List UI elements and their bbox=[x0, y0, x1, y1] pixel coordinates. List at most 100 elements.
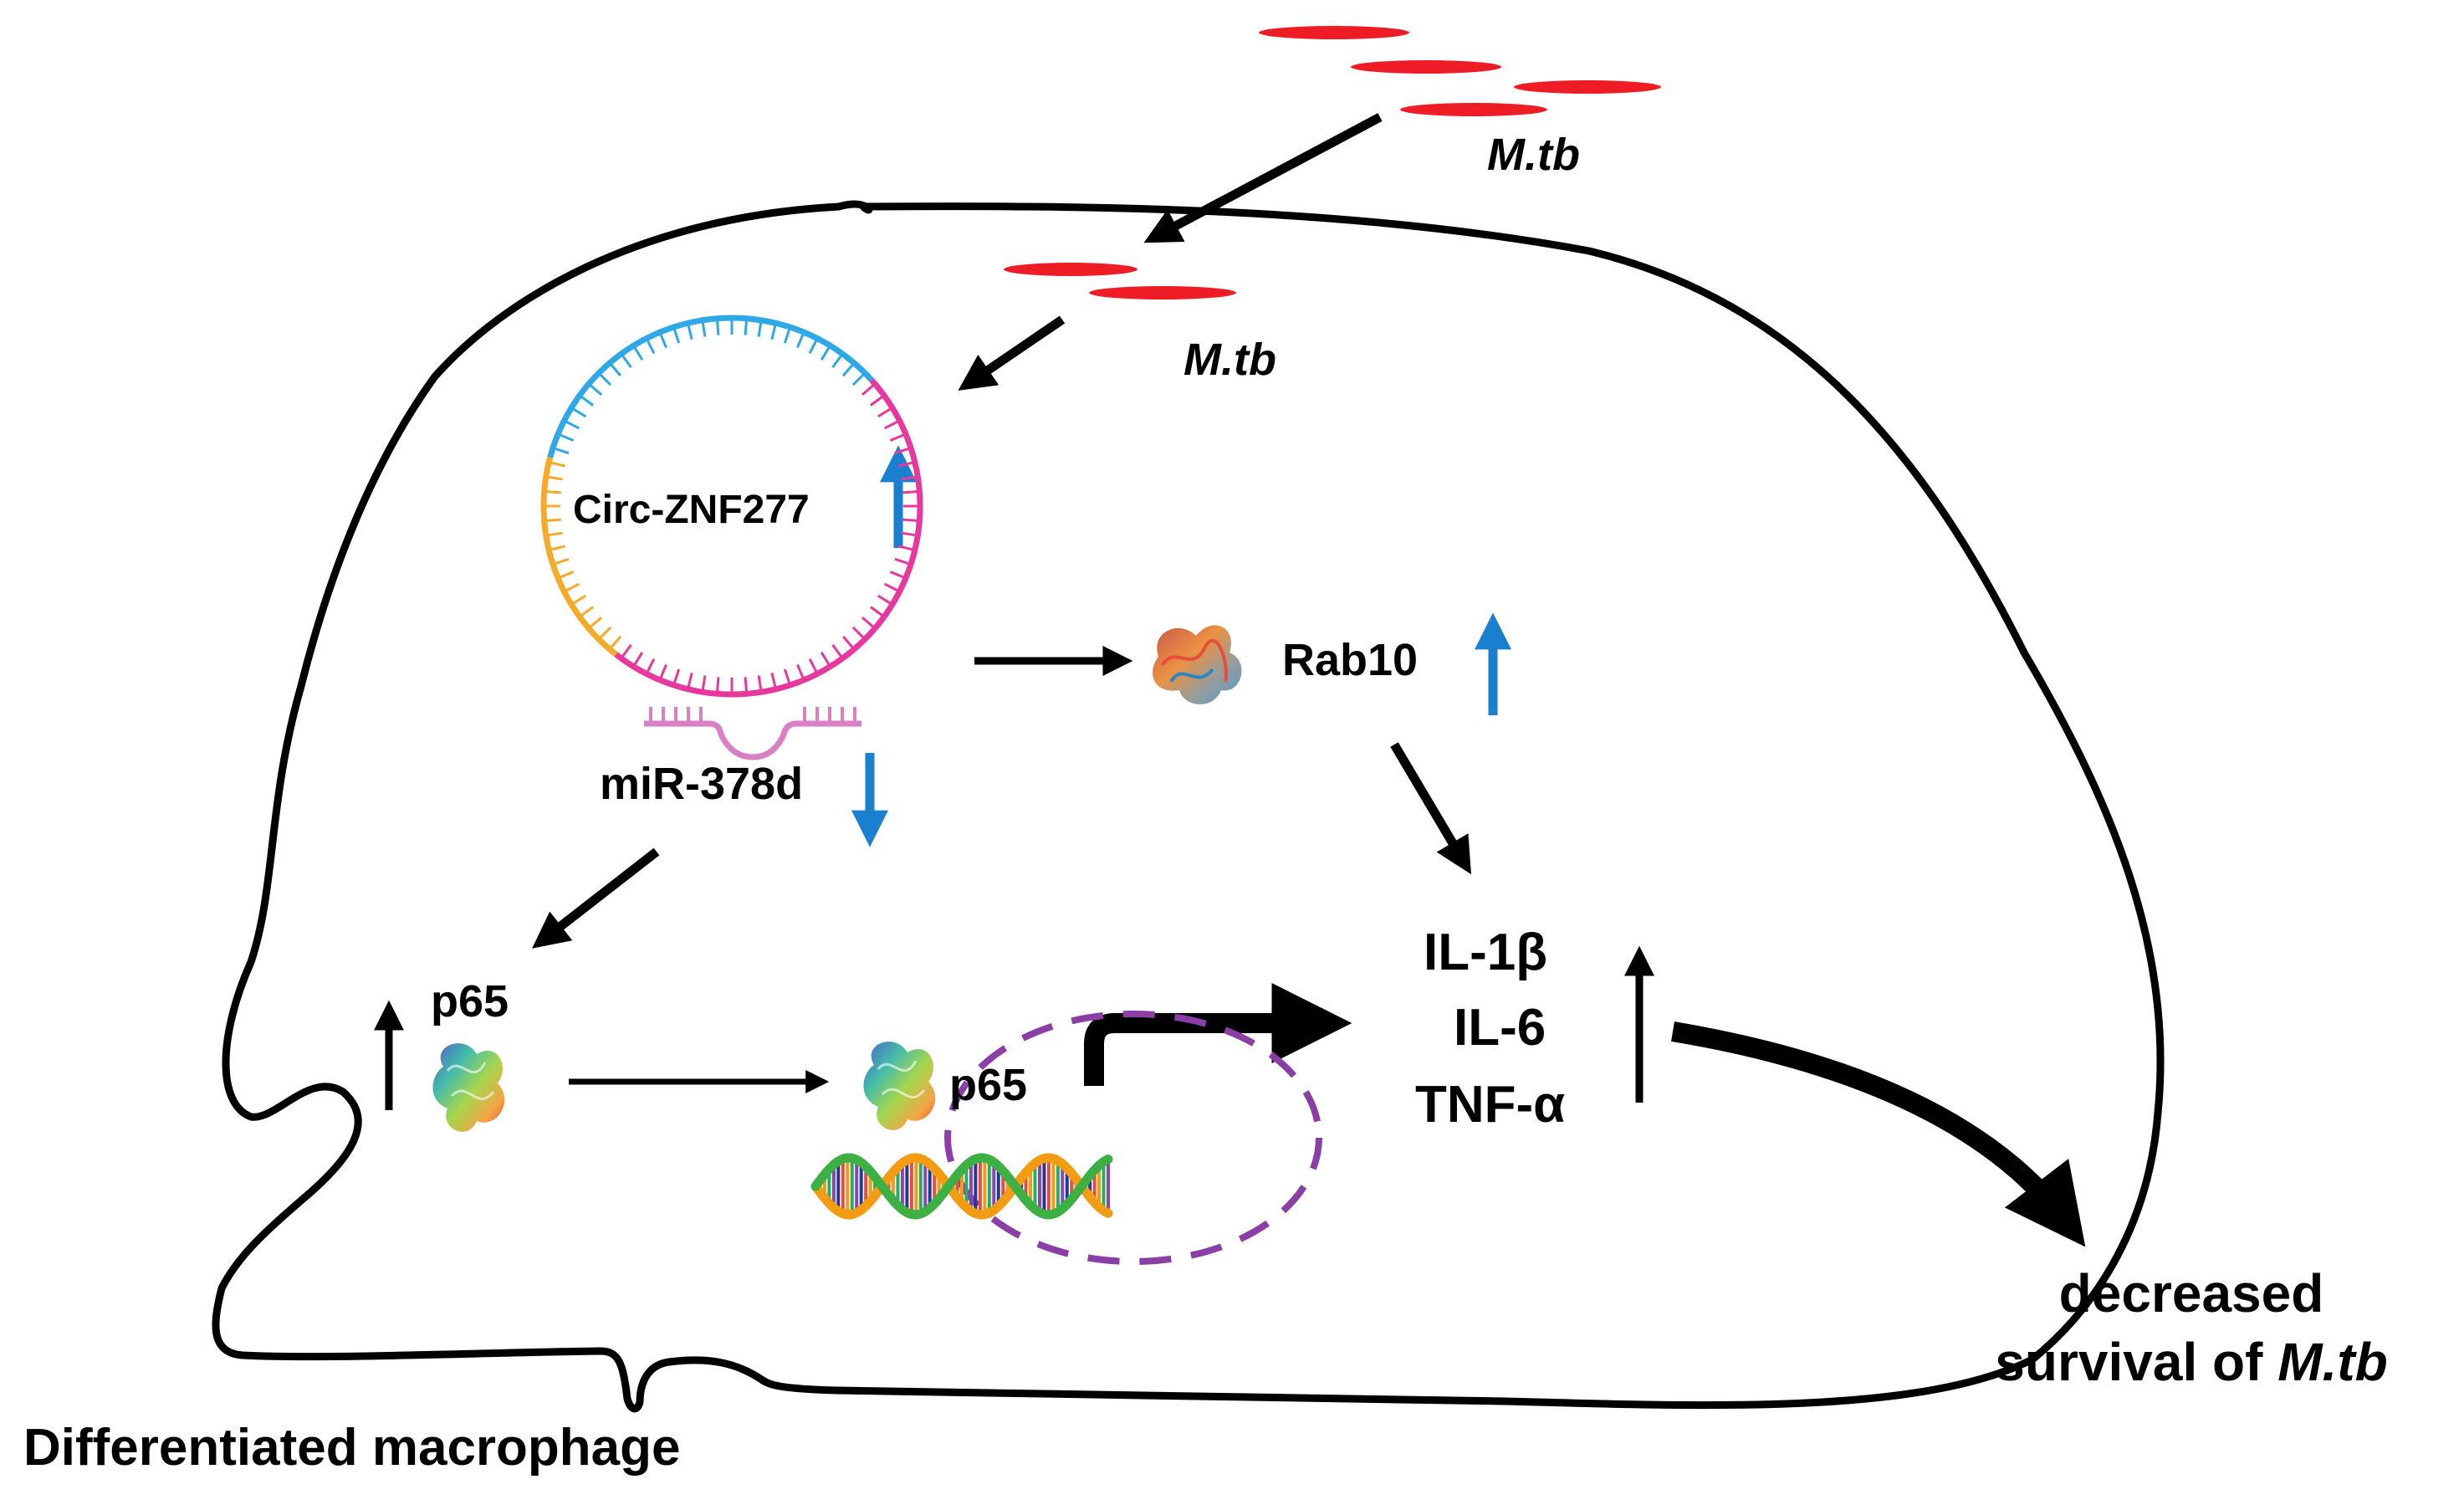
circrna-tick bbox=[570, 407, 586, 418]
bacterium-icon bbox=[1259, 26, 1409, 39]
circrna-tick bbox=[632, 345, 644, 361]
outcome-label: decreased survival of M.tb bbox=[1924, 1259, 2459, 1396]
arrow-rab10-to-cytokines bbox=[1390, 742, 1471, 875]
dna-helix-icon bbox=[810, 1153, 1113, 1220]
outcome-line-2-italic: M.tb bbox=[2277, 1332, 2388, 1392]
circrna-tick bbox=[608, 635, 622, 651]
circrna-tick bbox=[672, 326, 681, 344]
circrna-tick bbox=[901, 531, 918, 537]
circrna-tick bbox=[544, 518, 561, 523]
circrna-tick bbox=[658, 331, 667, 349]
dna-strand bbox=[810, 1153, 1113, 1220]
circrna-tick bbox=[902, 518, 920, 523]
arrow-mtb-to-circ bbox=[958, 315, 1066, 391]
dna-strand bbox=[810, 1153, 1113, 1220]
circrna-tick bbox=[808, 337, 819, 355]
circrna-tick bbox=[597, 371, 612, 386]
protein-structure-icon bbox=[432, 1043, 505, 1132]
circrna-tick bbox=[544, 489, 561, 494]
circrna-tick bbox=[608, 361, 622, 377]
circrna-tick bbox=[687, 322, 693, 340]
circrna-tick bbox=[883, 582, 901, 593]
circrna-tick bbox=[620, 353, 632, 369]
circrna-tick bbox=[851, 626, 866, 641]
circrna-tick bbox=[548, 545, 566, 551]
circrna-tick bbox=[796, 663, 805, 681]
circrna-tick bbox=[645, 658, 656, 675]
circrna-tick bbox=[861, 616, 877, 630]
circrna-segment bbox=[540, 456, 618, 658]
circrna-tick bbox=[841, 361, 856, 377]
circrna-ring bbox=[540, 315, 923, 698]
circrna-tick bbox=[587, 616, 603, 630]
outcome-line-1: decreased bbox=[2058, 1263, 2324, 1323]
circrna-tick bbox=[869, 606, 885, 618]
circrna-tick bbox=[645, 337, 656, 355]
circrna-tick bbox=[672, 668, 681, 686]
circrna-tick bbox=[701, 320, 707, 337]
circrna-tick bbox=[557, 433, 575, 442]
protein-structure-icon bbox=[863, 1042, 936, 1130]
arrow-cytokines-to-outcome bbox=[1671, 1021, 2086, 1247]
circrna-tick bbox=[658, 663, 667, 681]
cell-membrane bbox=[212, 200, 2165, 1413]
circrna-tick bbox=[744, 318, 749, 335]
arrow-transcription bbox=[1084, 983, 1352, 1086]
circrna-tick bbox=[894, 447, 912, 455]
circrna-tick bbox=[552, 557, 570, 566]
circrna-tick bbox=[548, 461, 566, 468]
circrna-tick bbox=[563, 582, 580, 593]
circrna-tick bbox=[883, 419, 901, 430]
circrna-tick bbox=[861, 382, 877, 397]
circrna-tick bbox=[557, 571, 575, 580]
circrna-tick bbox=[897, 461, 916, 468]
circrna-tick bbox=[894, 557, 912, 566]
circrna-tick bbox=[796, 331, 805, 349]
nucleus bbox=[944, 1011, 1322, 1265]
mtb-outside-label: M.tb bbox=[1487, 130, 1580, 180]
bacterium-icon bbox=[1004, 263, 1137, 276]
circrna-tick bbox=[587, 382, 603, 397]
outcome-line-2: survival of M.tb bbox=[1924, 1328, 2459, 1396]
circrna-tick bbox=[545, 475, 563, 481]
circrna-tick bbox=[597, 626, 612, 641]
arrow-mirna-to-p65 bbox=[532, 847, 660, 949]
circrna-tick bbox=[563, 419, 580, 430]
circrna-tick bbox=[632, 652, 644, 668]
bacterium-icon bbox=[1351, 60, 1501, 74]
outcome-line-2-prefix: survival of bbox=[1995, 1332, 2278, 1392]
circrna-tick bbox=[901, 475, 918, 481]
circrna-tick bbox=[820, 345, 831, 361]
circrna-tick bbox=[831, 353, 844, 369]
circrna-tick bbox=[902, 489, 920, 494]
circrna-segment bbox=[547, 315, 874, 458]
mirna-strand bbox=[644, 707, 861, 760]
bacteria-inside bbox=[1004, 263, 1236, 299]
tnfa-label: TNF-α bbox=[1415, 1076, 1566, 1134]
circrna-tick bbox=[757, 675, 763, 693]
il6-label: IL-6 bbox=[1454, 999, 1546, 1057]
circrna-tick bbox=[877, 594, 893, 606]
circrna-tick bbox=[715, 677, 720, 694]
circrna-tick bbox=[831, 643, 844, 659]
circrna-tick bbox=[841, 635, 856, 651]
circrna-tick bbox=[579, 394, 595, 407]
p65-cytoplasm-label: p65 bbox=[431, 976, 509, 1026]
circrna-tick bbox=[820, 652, 831, 668]
circrna-tick bbox=[869, 394, 885, 407]
circrna-tick bbox=[620, 643, 632, 659]
circrna-tick bbox=[701, 675, 707, 693]
circrna-tick bbox=[757, 320, 763, 337]
circrna-tick bbox=[877, 407, 893, 418]
circrna-tick bbox=[545, 531, 563, 537]
circrna-tick bbox=[687, 672, 693, 690]
circrna-tick bbox=[770, 322, 777, 340]
circrna-tick bbox=[570, 594, 586, 606]
circrna-tick bbox=[715, 318, 720, 335]
circrna-tick bbox=[783, 668, 791, 686]
circrna-label: Circ-ZNF277 bbox=[573, 488, 810, 532]
circrna-segment bbox=[614, 378, 923, 698]
mirna-label: miR-378d bbox=[600, 759, 804, 809]
